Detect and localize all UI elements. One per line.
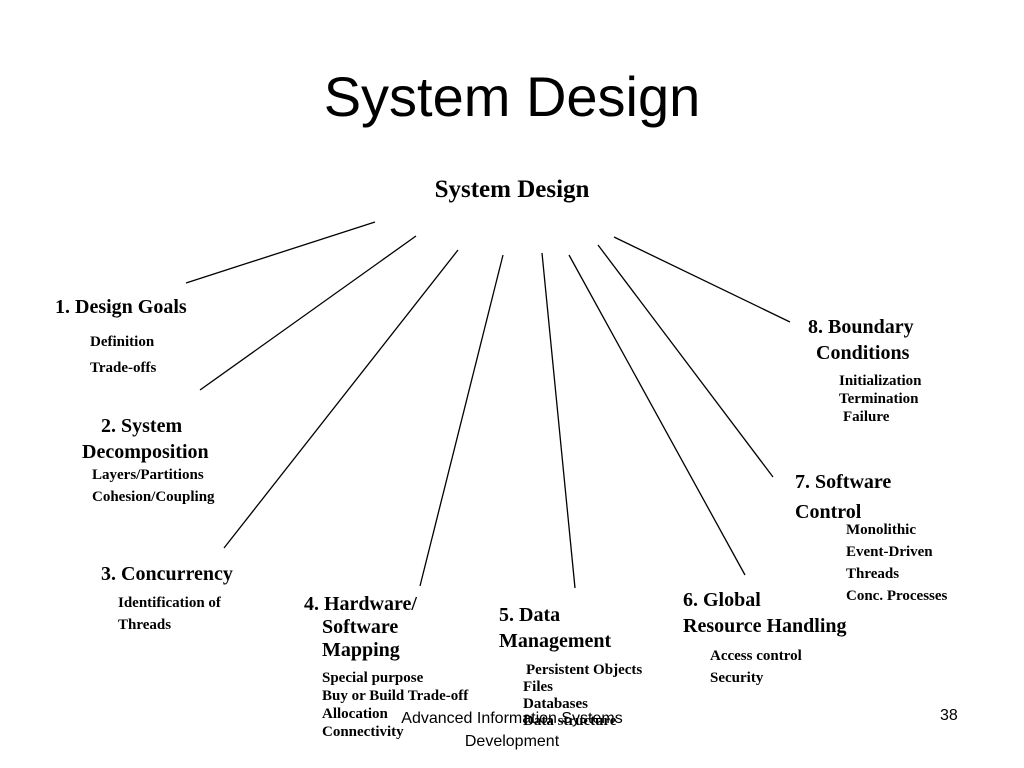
node-title-line: Management [499, 630, 612, 652]
node-item: Files [523, 679, 553, 695]
node-item: Security [710, 670, 764, 686]
node-item: Monolithic [846, 522, 916, 538]
node-item: Initialization [839, 373, 922, 389]
node-concurrency-items: Identification of Threads [118, 592, 221, 636]
node-title-line: 8. Boundary [808, 316, 914, 338]
node-title-line: 1. Design Goals [55, 296, 187, 318]
node-item: Threads [118, 617, 172, 633]
node-global-resource-handling-items: Access control Security [710, 645, 802, 689]
node-boundary-conditions-items: Initialization Termination Failure [839, 372, 922, 426]
node-title-line: Mapping [322, 639, 400, 661]
node-design-goals-title: 1. Design Goals [55, 294, 187, 320]
node-item: Access control [710, 648, 802, 664]
node-system-decomposition-items: Layers/Partitions Cohesion/Coupling [92, 464, 215, 508]
node-hardware-software-mapping-items: Special purpose Buy or Build Trade-off A… [322, 669, 468, 741]
node-item: Buy or Build Trade-off [322, 688, 469, 704]
connector-boundary-conditions [613, 236, 791, 323]
node-item: Identification of [118, 595, 221, 611]
node-item: Persistent Objects [526, 662, 643, 678]
node-data-management-title: 5. Data Management [499, 602, 611, 654]
node-global-resource-handling-title: 6. Global Resource Handling [683, 587, 847, 639]
node-item: Connectivity [322, 724, 404, 740]
node-hardware-software-mapping-title: 4. Hardware/ Software Mapping [304, 593, 417, 662]
node-item: Cohesion/Coupling [92, 489, 215, 505]
node-item: Threads [846, 566, 900, 582]
diagram-root-label: System Design [434, 176, 590, 203]
node-item: Layers/Partitions [92, 467, 204, 483]
node-title-line: Conditions [816, 342, 910, 364]
connector-system-decomposition [199, 235, 417, 391]
node-system-decomposition-title: 2. System Decomposition [82, 413, 209, 465]
footer-line: Advanced Information Systems [401, 710, 623, 727]
node-item: Allocation [322, 706, 388, 722]
node-data-management-items: Persistent Objects Files Databases Data … [523, 662, 642, 730]
node-title-line: 6. Global [683, 589, 761, 611]
node-item: Failure [843, 409, 890, 425]
node-design-goals-items: Definition Trade-offs [90, 329, 156, 381]
footer-line: Development [464, 733, 560, 750]
connector-concurrency [223, 249, 459, 549]
connector-data-management [541, 252, 576, 589]
node-item: Special purpose [322, 670, 424, 686]
node-item: Trade-offs [90, 360, 157, 376]
node-title-line: 2. System [101, 415, 183, 437]
node-item: Databases [523, 696, 589, 712]
node-title-line: 4. Hardware/ [304, 593, 417, 615]
node-title-line: Control [795, 501, 862, 523]
node-title-line: 5. Data [499, 604, 561, 626]
slide-footer: Advanced Information Systems Development [352, 707, 672, 753]
node-boundary-conditions-title: 8. Boundary Conditions [808, 314, 914, 366]
node-item: Event-Driven [846, 544, 933, 560]
node-software-control-title: 7. Software Control [795, 467, 891, 527]
node-concurrency-title: 3. Concurrency [101, 561, 233, 587]
connector-software-control [597, 244, 774, 478]
connector-design-goals [185, 221, 376, 284]
node-title-line: 3. Concurrency [101, 563, 233, 585]
page-number: 38 [940, 707, 958, 724]
connector-global-resource-handling [568, 254, 746, 576]
connector-hardware-software-mapping [419, 254, 504, 587]
node-item: Conc. Processes [846, 588, 948, 604]
node-item: Termination [839, 391, 919, 407]
slide-title: System Design [323, 65, 701, 128]
node-item: Data structure [523, 713, 617, 729]
node-title-line: Resource Handling [683, 615, 847, 637]
node-title-line: Decomposition [82, 441, 209, 463]
node-item: Definition [90, 334, 155, 350]
node-title-line: Software [322, 616, 399, 638]
node-software-control-items: Monolithic Event-Driven Threads Conc. Pr… [846, 519, 947, 607]
node-title-line: 7. Software [795, 471, 892, 493]
